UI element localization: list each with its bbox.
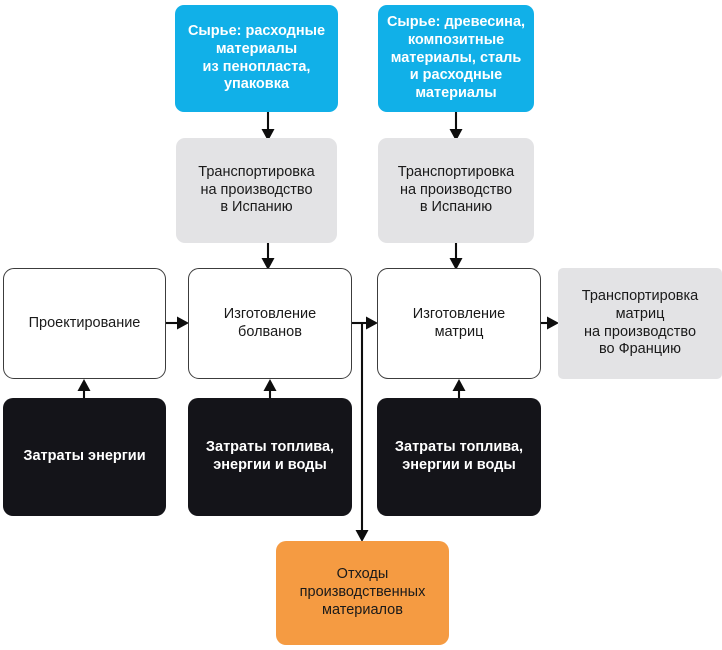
node-manufacture-plugs[interactable]: Изготовление болванов (188, 268, 352, 379)
connector-transport1-to-plugs (261, 243, 275, 270)
node-production-waste[interactable]: Отходы производственных материалов (276, 541, 449, 645)
node-fuel-energy-water-1[interactable]: Затраты топлива, энергии и воды (188, 398, 352, 516)
connector-plugs-to-matrices (352, 316, 378, 330)
connector-design-to-plugs (166, 316, 189, 330)
connector-matrices-to-transport-france (541, 316, 559, 330)
node-manufacture-matrices[interactable]: Изготовление матриц (377, 268, 541, 379)
node-transport-to-spain-1[interactable]: Транспортировка на производство в Испани… (176, 138, 337, 243)
connector-transport2-to-matrices (449, 243, 463, 270)
node-transport-to-spain-2[interactable]: Транспортировка на производство в Испани… (378, 138, 534, 243)
node-raw-materials-wood[interactable]: Сырье: древесина, композитные материалы,… (378, 5, 534, 112)
connector-fuel2-to-matrices (452, 379, 466, 398)
connector-fuel1-to-plugs (263, 379, 277, 398)
node-fuel-energy-water-2[interactable]: Затраты топлива, энергии и воды (377, 398, 541, 516)
connector-raw2-to-transport2 (449, 112, 463, 141)
connector-energy-to-design (77, 379, 91, 398)
node-design[interactable]: Проектирование (3, 268, 166, 379)
connector-plugs-to-waste (355, 323, 369, 542)
node-energy-costs[interactable]: Затраты энергии (3, 398, 166, 516)
node-raw-materials-foam[interactable]: Сырье: расходные материалы из пенопласта… (175, 5, 338, 112)
node-transport-to-france[interactable]: Транспортировка матриц на производство в… (558, 268, 722, 379)
connector-raw1-to-transport1 (261, 112, 275, 141)
